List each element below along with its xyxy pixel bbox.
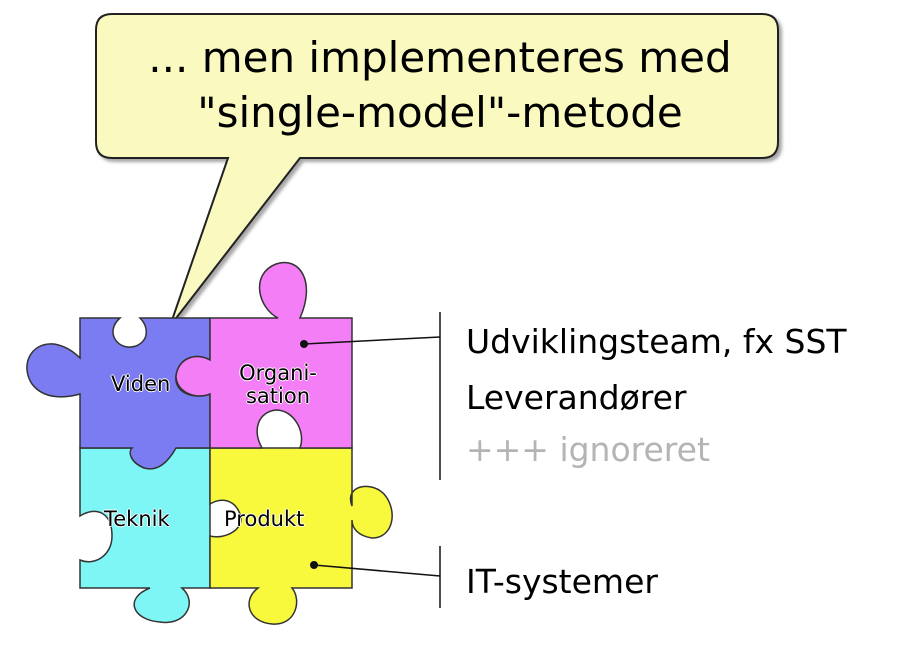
- callout-line-1: ... men implementeres med: [148, 33, 732, 82]
- label-teknik: Teknik: [104, 507, 170, 531]
- annotation-ignoreret: +++ ignoreret: [466, 430, 710, 469]
- callout-line-2: "single-model"-metode: [197, 88, 683, 137]
- label-organisation-line-1: Organi-: [239, 361, 317, 385]
- label-organisation: Organi- sation: [232, 362, 324, 408]
- annotation-udviklingsteam: Udviklingsteam, fx SST: [466, 322, 847, 361]
- annotation-leverandoerer: Leverandører: [466, 378, 687, 417]
- pointer-line-organisation: [303, 336, 441, 345]
- label-viden: Viden: [111, 372, 171, 396]
- puzzle-piece-produkt: [209, 447, 393, 625]
- puzzle-piece-viden: [26, 317, 211, 470]
- pointer-dot-organisation: [300, 340, 308, 348]
- puzzle-piece-organisation: [175, 261, 353, 449]
- label-produkt: Produkt: [224, 507, 305, 531]
- pointer-line-produkt: [313, 564, 441, 577]
- annotation-it-systemer: IT-systemer: [466, 562, 658, 601]
- speech-bubble: [95, 13, 779, 327]
- callout-text: ... men implementeres med "single-model"…: [120, 30, 760, 140]
- label-organisation-line-2: sation: [245, 384, 311, 408]
- pointer-dot-produkt: [310, 561, 318, 569]
